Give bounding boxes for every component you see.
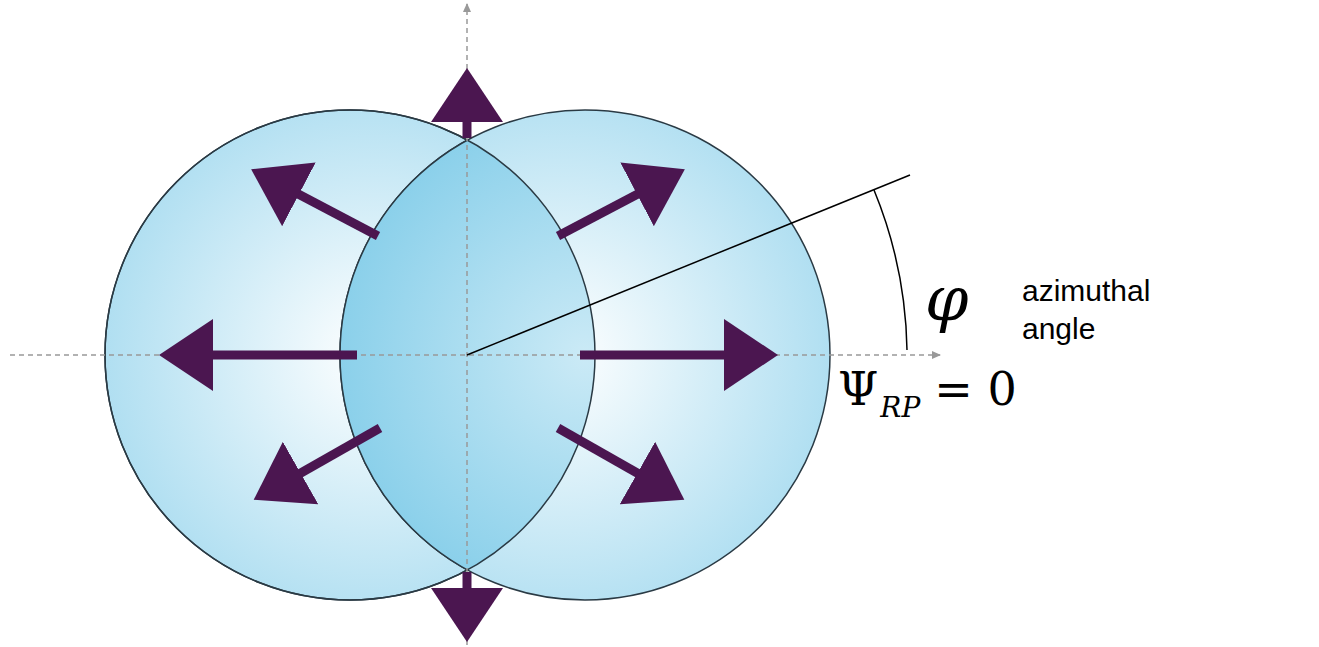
subscript: RP [880, 391, 920, 424]
azimuth-line [467, 175, 910, 355]
nucleus [340, 110, 830, 600]
x-axis [10, 354, 940, 356]
psi-symbol: Ψ [838, 362, 878, 416]
angle-symbol: φ [925, 262, 968, 335]
equation-value: = 0 [934, 362, 1016, 416]
reaction-plane-label: ΨRP= 0 [838, 362, 1017, 416]
angle-caption: azimuthal angle [1022, 272, 1167, 347]
angle-arc [874, 190, 907, 350]
nucleus-outline [105, 110, 595, 600]
y-axis [466, 4, 468, 645]
overlap-region [340, 110, 830, 600]
